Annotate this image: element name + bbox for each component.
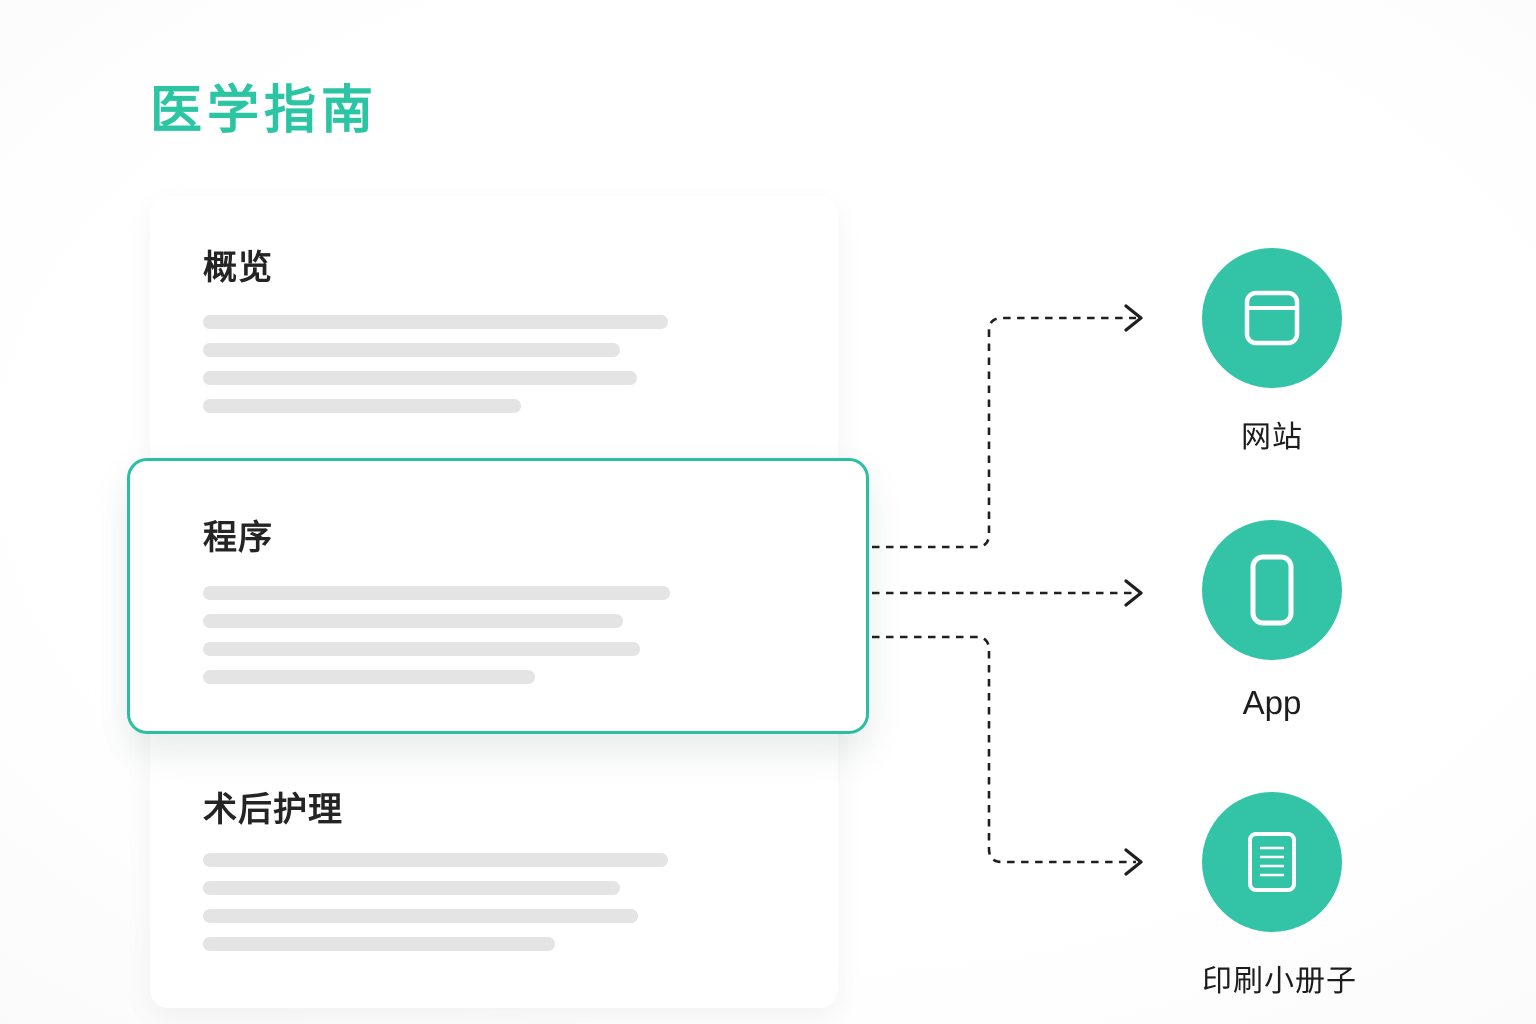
procedure-placeholder-lines <box>203 586 670 698</box>
placeholder-text-line <box>203 670 535 684</box>
placeholder-text-line <box>203 642 640 656</box>
placeholder-text-line <box>203 881 620 895</box>
website-label: 网站 <box>1241 421 1303 454</box>
placeholder-text-line <box>203 399 521 413</box>
section-title-aftercare: 术后护理 <box>203 791 343 829</box>
section-title-procedure: 程序 <box>203 519 273 557</box>
app-circle <box>1202 520 1342 660</box>
channel-app: App <box>1202 520 1342 722</box>
channel-website: 网站 <box>1202 248 1342 456</box>
aftercare-placeholder-lines <box>203 853 668 965</box>
arrow-to-app <box>872 579 1143 607</box>
placeholder-text-line <box>203 853 668 867</box>
placeholder-text-line <box>203 315 668 329</box>
arrow-to-booklet <box>872 635 1143 876</box>
overview-placeholder-lines <box>203 315 668 427</box>
placeholder-text-line <box>203 343 620 357</box>
website-circle <box>1202 248 1342 388</box>
placeholder-text-line <box>203 614 623 628</box>
booklet-circle <box>1202 792 1342 932</box>
smartphone-icon <box>1250 554 1294 626</box>
placeholder-text-line <box>203 371 637 385</box>
placeholder-text-line <box>203 909 638 923</box>
booklet-label: 印刷小册子 <box>1202 965 1357 998</box>
app-label: App <box>1242 684 1302 721</box>
placeholder-text-line <box>203 586 670 600</box>
channel-booklet: 印刷小册子 <box>1202 792 1357 1000</box>
page-title: 医学指南 <box>150 82 379 140</box>
placeholder-text-line <box>203 937 555 951</box>
section-title-overview: 概览 <box>203 249 273 287</box>
arrow-to-website <box>872 304 1143 549</box>
browser-window-icon <box>1244 290 1300 346</box>
booklet-icon <box>1248 832 1296 892</box>
